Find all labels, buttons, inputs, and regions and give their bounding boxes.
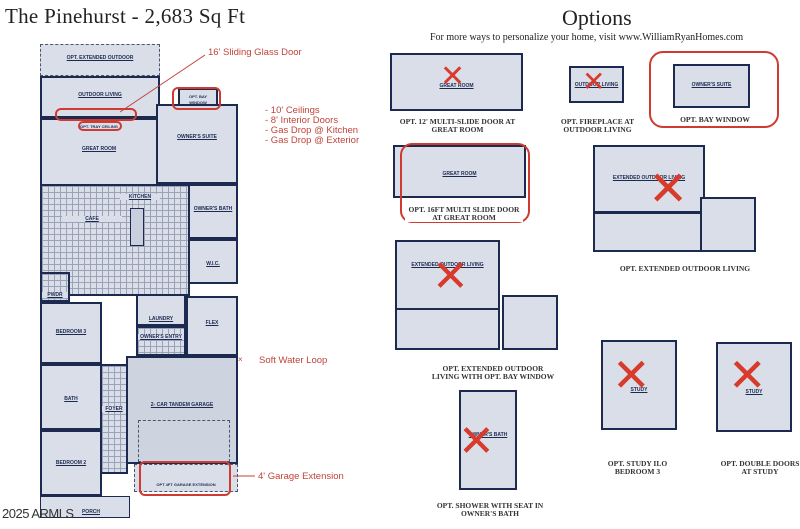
option-thumb-ext-outdoor-suite — [700, 197, 756, 252]
room-porch: PORCH — [40, 496, 130, 518]
sliding-door-note: 16' Sliding Glass Door — [208, 47, 302, 58]
kitchen-island — [130, 208, 144, 246]
room-flex: FLEX — [186, 296, 238, 356]
option-caption: OPT. 16FT MULTI SLIDE DOOR AT GREAT ROOM — [405, 206, 523, 222]
option-caption: OPT. EXTENDED OUTDOOR LIVING — [619, 264, 751, 273]
option-thumb-bay-window: OWNER'S SUITE — [673, 64, 750, 108]
option-thumb-ext-outdoor-great — [593, 212, 703, 252]
option-thumb-12ft-slide: GREAT ROOM — [390, 53, 523, 111]
cross-out-icon: ✕ — [440, 59, 466, 94]
cross-out-icon: ✕ — [648, 161, 689, 217]
room-bay-window: OPT. BAY WINDOW — [178, 88, 218, 105]
room-powder: PWDR — [40, 272, 70, 302]
option-selected-highlight — [400, 143, 530, 223]
option-selected-highlight — [649, 51, 779, 128]
highlight-garage-extension — [139, 461, 231, 496]
option-thumb-double-doors: STUDY — [716, 342, 792, 432]
room-owners-entry: OWNER'S ENTRY — [136, 326, 186, 356]
option-thumb-ext-outdoor-bay-great — [395, 308, 500, 350]
option-thumb-ext-outdoor: EXTENDED OUTDOOR LIVING — [593, 145, 705, 213]
options-subtitle: For more ways to personalize your home, … — [430, 32, 744, 43]
option-caption: OPT. STUDY ILO BEDROOM 3 — [607, 459, 668, 476]
option-caption: OPT. SHOWER WITH SEAT IN OWNER'S BATH — [436, 501, 544, 518]
option-thumb-study: STUDY — [601, 340, 677, 430]
room-owners-suite: OWNER'S SUITE — [156, 104, 238, 184]
cross-out-icon: ✕ — [612, 348, 651, 402]
option-thumb-16ft-slide: GREAT ROOM — [393, 145, 526, 198]
feature-item: - 8' Interior Doors — [265, 115, 339, 126]
highlight-tray-ceiling — [78, 121, 122, 131]
options-title: Options — [562, 5, 632, 30]
svg-text:×: × — [238, 355, 243, 364]
floor-plan: OPT. EXTENDED OUTDOOR OUTDOOR LIVING OPT… — [38, 42, 243, 520]
cross-out-icon: ✕ — [432, 251, 469, 302]
option-caption: OPT. EXTENDED OUTDOOR LIVING WITH OPT. B… — [431, 364, 555, 381]
cross-out-icon: ✕ — [728, 348, 767, 402]
soft-water-note: Soft Water Loop — [259, 355, 328, 366]
highlight-bay-window — [172, 87, 221, 110]
feature-item: - Gas Drop @ Kitchen — [265, 125, 359, 136]
option-caption: OPT. FIREPLACE AT OUTDOOR LIVING — [560, 117, 635, 134]
room-laundry: LAUNDRY — [136, 294, 186, 326]
room-bath: BATH — [40, 364, 102, 430]
room-bedroom-3: BEDROOM 3 — [40, 302, 102, 364]
room-bedroom-2: BEDROOM 2 — [40, 430, 102, 496]
option-thumb-ext-outdoor-bay-suite — [502, 295, 558, 350]
feature-item: - 10' Ceilings — [265, 105, 320, 116]
annotation-leader-lines: × — [119, 54, 255, 477]
option-caption: OPT. BAY WINDOW — [680, 115, 750, 124]
option-caption: OPT. DOUBLE DOORS AT STUDY — [720, 459, 800, 476]
garage-extension-note: 4' Garage Extension — [258, 471, 344, 482]
feature-item: - Gas Drop @ Exterior — [265, 135, 360, 146]
room-owners-bath: OWNER'S BATH — [188, 184, 238, 239]
cross-out-icon: ✕ — [458, 416, 495, 467]
room-wic: W.I.C. — [188, 239, 238, 284]
page-title: The Pinehurst - 2,683 Sq Ft — [5, 4, 246, 28]
room-garage: 2- CAR TANDEM GARAGE — [126, 356, 238, 464]
room-garage-extension: OPT 4FT GARAGE EXTENSION — [134, 464, 238, 492]
cross-out-icon: ✕ — [582, 65, 606, 98]
feature-list: - 10' Ceilings - 8' Interior Doors - Gas… — [265, 106, 359, 146]
watermark: 2025 ARMLS — [2, 506, 74, 521]
option-thumb-shower: OWNER'S BATH — [459, 390, 517, 490]
option-thumb-fireplace: OUTDOOR LIVING — [569, 66, 624, 103]
option-caption: OPT. 12' MULTI-SLIDE DOOR AT GREAT ROOM — [399, 117, 516, 134]
room-ext-outdoor: OPT. EXTENDED OUTDOOR — [40, 44, 160, 76]
highlight-sliding-door — [55, 108, 137, 121]
